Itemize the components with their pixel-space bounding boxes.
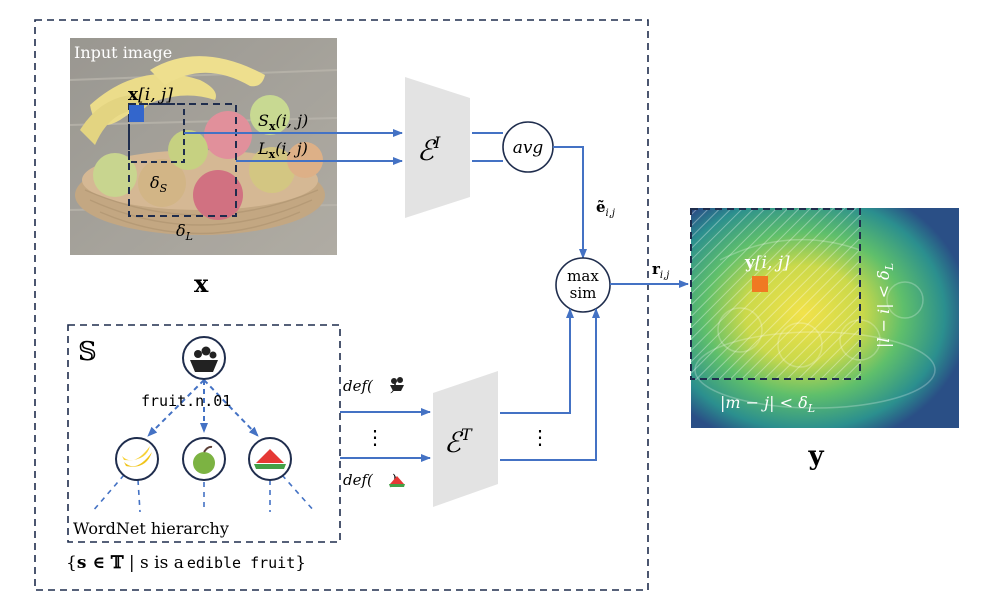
outer-frame	[34, 19, 649, 591]
text-encoder	[433, 371, 498, 507]
fruit-basket-icon-small	[390, 377, 404, 391]
output-pixel	[752, 276, 768, 292]
root-synset: fruit.n.01	[141, 392, 231, 410]
output-heatmap	[691, 208, 959, 428]
set-s-symbol: 𝕊	[78, 337, 97, 367]
arrow-t-top	[500, 308, 574, 414]
image-encoder	[405, 77, 470, 218]
watermelon-icon-small	[389, 476, 405, 487]
input-image-label: Input image	[74, 43, 172, 62]
avg-label: avg	[513, 138, 544, 158]
image-encoder-label: ℰI	[417, 133, 441, 167]
hierarchy-frame	[67, 324, 341, 543]
max-sim-line2: sim	[570, 284, 597, 302]
banana-icon	[115, 437, 159, 481]
def-top-label: def()	[343, 377, 397, 395]
max-sim-line1: max	[567, 267, 599, 285]
delta-s-label: δS	[150, 173, 168, 195]
ellipsis-left: ⋮	[365, 425, 385, 449]
output-pixel-label: y[i, j]	[744, 253, 790, 273]
x-label: x	[194, 269, 209, 298]
output-window	[690, 208, 861, 380]
input-pixel-label: x[i, j]	[128, 85, 173, 105]
input-image	[69, 38, 338, 255]
hierarchy-caption: WordNet hierarchy	[73, 519, 229, 538]
apple-icon	[182, 437, 226, 481]
def-bottom-label: def()	[343, 471, 397, 489]
fruit-basket-icon	[182, 336, 226, 380]
arrow-e	[553, 146, 587, 259]
watermelon-icon	[248, 437, 292, 481]
horizontal-constraint: |m − j| < δL	[720, 393, 815, 415]
ellipsis-right: ⋮	[530, 425, 550, 449]
text-encoder-label: ℰT	[444, 425, 473, 459]
delta-l-label: δL	[176, 221, 193, 243]
s-flow-label: Sx(i, j)	[258, 111, 308, 133]
l-flow-label: Lx(i, j)	[257, 139, 308, 161]
y-label: y	[807, 441, 824, 471]
vertical-constraint: |l − i| < δL	[874, 263, 896, 348]
e-tilde-label: ẽi,j	[596, 198, 615, 219]
arrow-t-bottom	[500, 308, 600, 461]
r-label: ri,j	[652, 260, 669, 281]
input-pixel	[129, 105, 144, 122]
